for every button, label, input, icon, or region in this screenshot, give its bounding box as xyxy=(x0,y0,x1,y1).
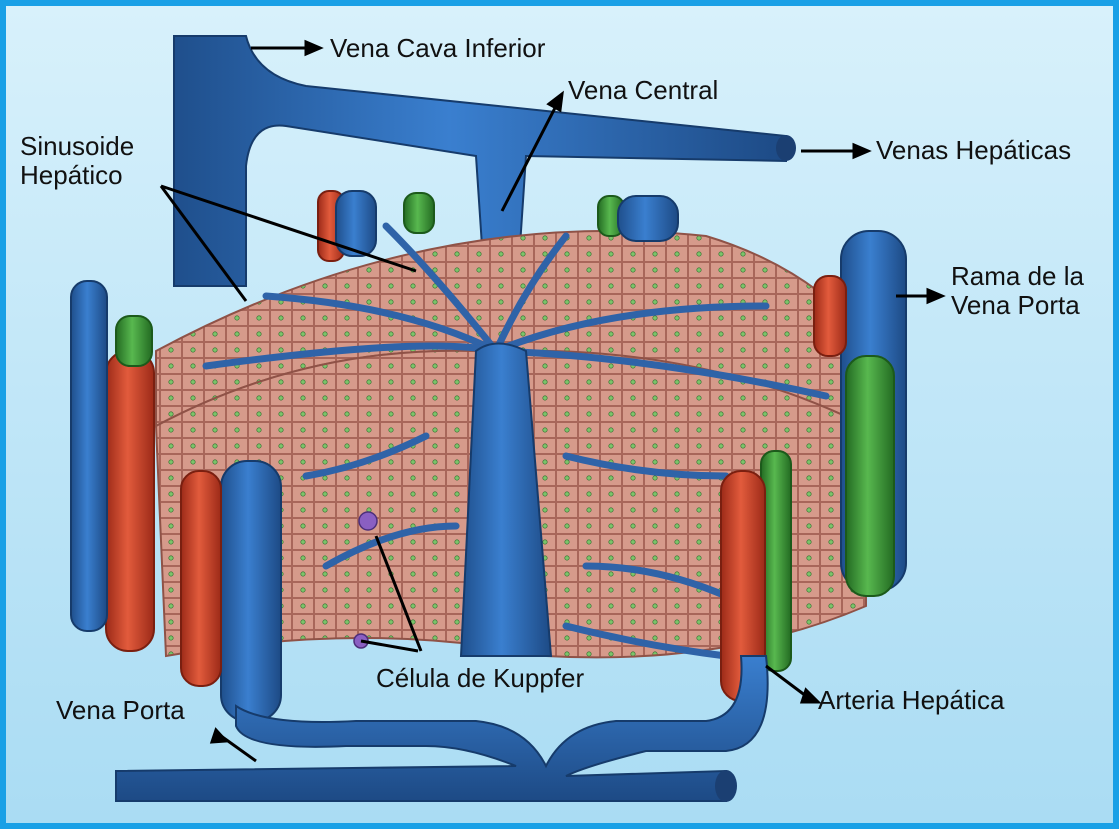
left-portal-branch xyxy=(220,460,282,722)
pointer-lines xyxy=(159,39,946,763)
label-vena-cava-inferior: Vena Cava Inferior xyxy=(330,33,546,63)
left-artery-back xyxy=(105,350,155,652)
label-celula-kuppfer: Célula de Kuppfer xyxy=(376,663,585,693)
left-vein-back xyxy=(70,280,108,632)
portal-vein xyxy=(115,655,769,802)
label-sinusoide-line1: Sinusoide xyxy=(20,131,135,161)
label-rama-vena-porta: Rama de la Vena Porta xyxy=(951,261,1084,321)
label-rama-line2: Vena Porta xyxy=(951,290,1080,321)
left-artery-front xyxy=(180,470,222,687)
label-sinusoide-hepatico: Sinusoide Hepático xyxy=(20,131,135,191)
central-vein-cut xyxy=(459,342,553,657)
left-bile-duct xyxy=(115,315,153,367)
liver-lobule-illustration xyxy=(70,35,946,802)
kupffer-cell xyxy=(358,511,378,531)
label-venas-hepaticas: Venas Hepáticas xyxy=(876,135,1072,165)
label-sinusoide-line2: Hepático xyxy=(20,160,123,191)
right-bile-duct xyxy=(845,355,895,597)
label-vena-central: Vena Central xyxy=(568,75,719,105)
label-vena-porta: Vena Porta xyxy=(56,695,185,725)
label-arteria-hepatica: Arteria Hepática xyxy=(818,685,1005,715)
label-rama-line1: Rama de la xyxy=(951,261,1084,291)
sinusoids xyxy=(202,222,830,660)
